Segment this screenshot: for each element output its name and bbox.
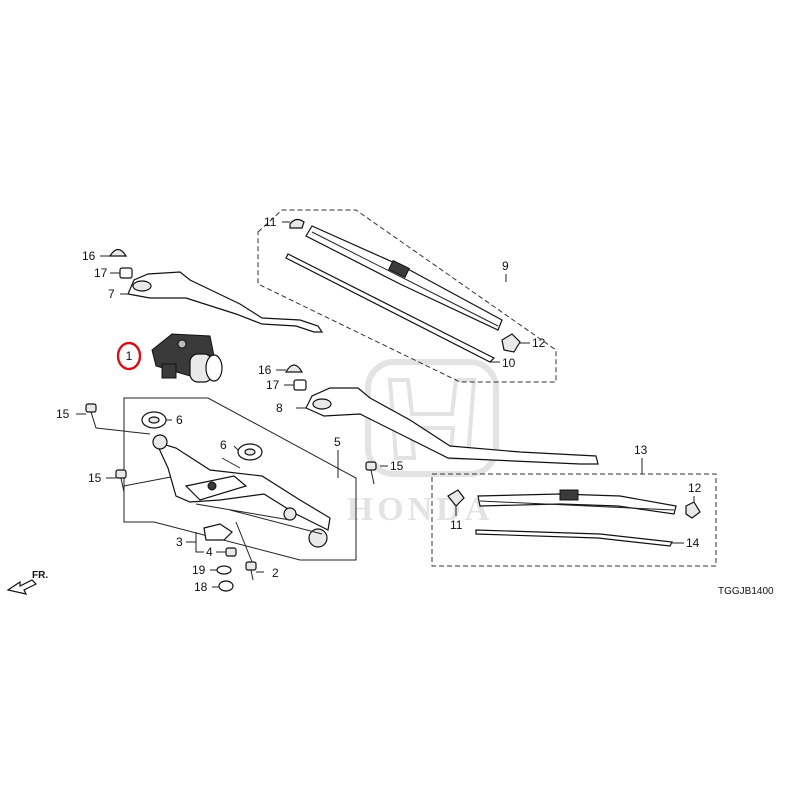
highlight-marker xyxy=(116,341,142,371)
part-7-wiper-arm xyxy=(120,271,324,333)
callout-17-lower: 17 xyxy=(266,378,280,392)
part-1-wiper-motor xyxy=(151,333,223,383)
part-17-lower-nut xyxy=(284,379,307,391)
callout-15-left-lower: 15 xyxy=(88,471,102,485)
callout-15-right: 15 xyxy=(390,459,404,473)
callout-1: 1 xyxy=(126,349,133,363)
part-5-wiper-linkage xyxy=(152,434,331,548)
callout-16-upper: 16 xyxy=(82,249,96,263)
part-12-lower-cap xyxy=(685,496,701,519)
part-17-upper-nut xyxy=(110,267,133,279)
callout-17-upper: 17 xyxy=(94,266,108,280)
callout-9: 9 xyxy=(502,259,509,273)
callout-14: 14 xyxy=(686,536,700,550)
callout-7: 7 xyxy=(108,287,115,301)
callout-12-lower: 12 xyxy=(688,481,702,495)
part-13-wiper-blade xyxy=(477,489,677,515)
callout-18: 18 xyxy=(194,580,208,594)
part-8-wiper-arm xyxy=(296,387,599,465)
part-15-bolt-left-upper xyxy=(76,403,151,435)
callout-5: 5 xyxy=(334,435,341,449)
part-15-bolt-left-lower xyxy=(106,469,177,493)
callout-4: 4 xyxy=(206,545,213,559)
callout-11-lower: 11 xyxy=(450,518,463,532)
callout-8: 8 xyxy=(276,401,283,415)
blade-13-group-box xyxy=(431,473,717,567)
part-12-upper-cap xyxy=(501,333,530,353)
callout-2: 2 xyxy=(272,566,279,580)
callout-6-lower: 6 xyxy=(220,438,227,452)
part-6-bushing-lower xyxy=(233,443,263,461)
part-10-refill-rubber xyxy=(285,253,500,363)
part-15-bolt-right xyxy=(365,461,388,485)
part-3-bracket xyxy=(186,523,233,553)
front-direction-arrow: FR. xyxy=(6,570,48,595)
part-11-upper-cap xyxy=(282,218,305,229)
callout-19: 19 xyxy=(192,563,206,577)
linkage-5-group-box xyxy=(123,397,357,561)
callout-13: 13 xyxy=(634,443,648,457)
part-14-refill-rubber xyxy=(475,529,684,547)
callout-11-upper: 11 xyxy=(264,215,277,229)
svg-text:FR.: FR. xyxy=(32,570,48,581)
part-19-washer xyxy=(210,565,232,575)
callout-12-upper: 12 xyxy=(532,336,546,350)
callout-15-left-upper: 15 xyxy=(56,407,70,421)
svg-text:HONDA: HONDA xyxy=(347,491,494,528)
part-11-lower-cap xyxy=(447,489,465,516)
blade-9-group-box xyxy=(257,209,557,383)
part-16-lower-cap xyxy=(276,364,304,373)
part-6-bushing-upper xyxy=(141,411,172,429)
part-18-nut xyxy=(212,580,234,592)
callout-16-lower: 16 xyxy=(258,363,272,377)
part-9-wiper-blade xyxy=(305,225,503,331)
part-4-collar xyxy=(216,547,237,557)
callout-6-upper: 6 xyxy=(176,413,183,427)
part-16-upper-cap xyxy=(100,248,128,257)
callout-10: 10 xyxy=(502,356,516,370)
callout-3: 3 xyxy=(176,535,183,549)
diagram-code: TGGJB1400 xyxy=(718,586,774,597)
part-2-bolt xyxy=(235,521,264,581)
